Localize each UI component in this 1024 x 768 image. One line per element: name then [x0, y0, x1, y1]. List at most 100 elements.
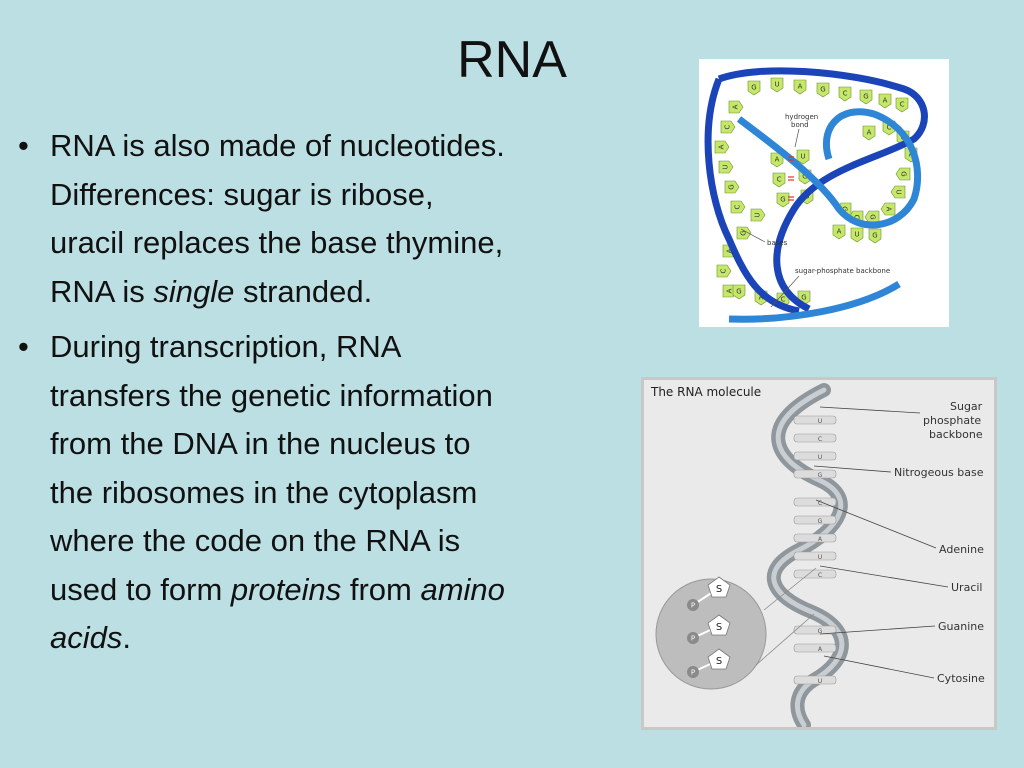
label-guanine: Guanine: [938, 620, 984, 633]
base-letter: U: [774, 81, 779, 89]
molecule-title: The RNA molecule: [650, 385, 761, 399]
helix-base-letter: C: [818, 500, 822, 507]
base-letter: C: [843, 90, 848, 98]
backbone-right: [736, 108, 922, 229]
sugar-letter: S: [716, 622, 722, 633]
helix-base-letter: C: [818, 572, 822, 579]
bullet-item: • During transcription, RNA transfers th…: [14, 323, 654, 663]
emphasis-amino: amino: [420, 571, 505, 607]
base-letter: U: [800, 153, 805, 161]
bullet-line: During transcription, RNA: [50, 329, 402, 364]
emphasis-acids: acids: [50, 620, 123, 655]
base-tile: G: [868, 228, 882, 244]
base-tile: G: [895, 167, 911, 181]
base-letter: A: [798, 83, 803, 91]
leader-guanine: [819, 625, 936, 635]
base-letter: G: [801, 294, 806, 302]
helix-bases: U C U G C G A U C G A U: [793, 415, 837, 685]
helix-base-letter: A: [818, 646, 823, 653]
bullet-line: transfers the genetic information: [50, 377, 493, 413]
bullet-line: uracil replaces the base thymine,: [50, 225, 504, 260]
base-tile: C: [895, 97, 909, 113]
label-nitrogeous-base: Nitrogeous base: [894, 466, 984, 479]
base-letter: A: [867, 129, 872, 137]
base-tile: U: [890, 185, 906, 199]
label-uracil: Uracil: [951, 581, 982, 594]
base-letter: A: [718, 144, 726, 149]
base-letter: C: [900, 101, 905, 109]
bullet-line: stranded.: [234, 273, 373, 309]
label-backbone: sugar-phosphate backbone: [795, 267, 890, 275]
base-letter: C: [777, 176, 782, 184]
base-tile: C: [716, 264, 732, 278]
helix-base-letter: U: [818, 554, 822, 561]
leader-uracil: [819, 565, 949, 588]
helix-base-rung: G: [793, 515, 837, 525]
sugar-pentagon: [707, 576, 731, 598]
base-letter: U: [722, 164, 730, 169]
helix-base-rung: C: [793, 433, 837, 443]
base-letter: A: [775, 156, 780, 164]
helix-base-rung: U: [793, 675, 837, 685]
bullet-line: the ribosomes in the cytoplasm: [50, 474, 478, 510]
bullet-line: RNA is: [50, 273, 154, 309]
helix-base-letter: G: [818, 472, 823, 479]
label-sugar: Sugar: [950, 400, 983, 413]
leader-hbond: [794, 128, 800, 148]
base-tile: C: [772, 172, 786, 188]
helix-base-letter: U: [818, 418, 822, 425]
base-letter: U: [895, 189, 903, 194]
base-tile: A: [832, 224, 846, 240]
base-tile: A: [793, 79, 807, 95]
base-tile: U: [796, 149, 810, 165]
emphasis-proteins: proteins: [230, 571, 342, 607]
leader-nitrogeous: [813, 465, 892, 473]
bullet-line: from the DNA in the nucleus to: [50, 426, 471, 461]
bullet-line: Differences: sugar is ribose,: [50, 176, 434, 212]
label-bases: bases: [767, 239, 788, 247]
phosphate-circle: [687, 599, 699, 611]
bullet-line: .: [122, 620, 131, 655]
phosphate-circle: [687, 666, 699, 678]
base-letter: G: [900, 171, 908, 176]
base-letter: G: [728, 184, 736, 189]
base-letter: A: [759, 294, 764, 302]
helix-base-letter: U: [818, 454, 822, 461]
base-letter: U: [754, 212, 762, 217]
helix-base-letter: A: [818, 536, 823, 543]
emphasis-single: single: [153, 273, 235, 309]
rna-molecule-figure: The RNA molecule U C U G C G A U C G A U Sugar phos…: [641, 377, 997, 732]
base-letter: A: [732, 104, 740, 109]
bullet-dot: •: [18, 329, 29, 364]
base-tile: C: [838, 86, 852, 102]
bullet-line: from: [341, 571, 421, 607]
rna-molecule-svg: The RNA molecule U C U G C G A U C G A U Sugar phos…: [650, 383, 985, 732]
base-letter: G: [872, 232, 877, 240]
label-backbone: backbone: [929, 428, 983, 441]
base-tile: A: [862, 125, 876, 141]
base-tile: G: [732, 284, 746, 300]
sugar-phosphate-unit: SP: [687, 648, 731, 678]
base-tile: U: [850, 227, 864, 243]
sugar-letter: S: [716, 656, 722, 667]
helix-base-letter: U: [818, 678, 822, 685]
base-tile: G: [859, 89, 873, 105]
leader-sugar: [819, 406, 921, 414]
label-bond: bond: [791, 121, 809, 129]
base-letter: G: [740, 230, 748, 235]
base-tile: A: [728, 100, 744, 114]
bullet-dot: •: [18, 128, 29, 163]
backbone-outer: [717, 67, 928, 313]
label-phosphate: phosphate: [923, 414, 981, 427]
base-letter: A: [837, 228, 842, 236]
base-tile: G: [747, 80, 761, 96]
base-letter: C: [887, 124, 892, 132]
backbone-lower: [728, 281, 901, 323]
helix-base-rung: A: [793, 533, 837, 543]
helix-base-letter: G: [818, 628, 823, 635]
bullet-line: used to form: [50, 571, 231, 607]
base-letter: A: [883, 97, 888, 105]
base-letter: C: [724, 124, 732, 129]
